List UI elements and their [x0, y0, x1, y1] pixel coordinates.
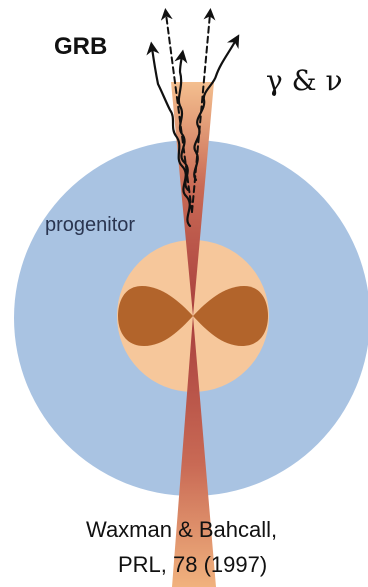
grb-label: GRB — [54, 33, 107, 60]
citation-line-1: Waxman & Bahcall, — [86, 517, 277, 542]
progenitor-label: progenitor — [45, 214, 135, 236]
citation-line-2: PRL, 78 (1997) — [118, 552, 267, 577]
gamma-nu-label: γ & ν — [266, 64, 342, 97]
